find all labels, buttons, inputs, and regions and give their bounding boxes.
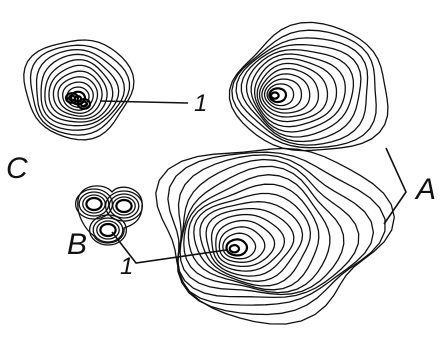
growth-ring <box>268 87 288 104</box>
growth-ring <box>228 21 389 152</box>
growth-ring <box>167 151 386 316</box>
section-a-upper-rings <box>228 21 389 152</box>
growth-ring <box>52 70 103 117</box>
lobe-ring <box>108 193 140 219</box>
growth-ring <box>177 158 360 299</box>
growth-ring <box>44 58 114 123</box>
lobe-ring <box>99 222 117 238</box>
section-b-three-lobed-section <box>74 185 144 246</box>
section-a-lower-rings <box>155 147 395 325</box>
lobe-ring <box>104 190 144 222</box>
lobe-ring <box>88 214 128 246</box>
core-ring <box>76 98 92 110</box>
growth-ring <box>179 165 345 296</box>
growth-ring <box>240 43 362 143</box>
lobe-ring <box>115 198 133 214</box>
section-c-concentric-rings <box>23 39 135 141</box>
growth-ring <box>199 201 304 282</box>
label-c: C <box>6 152 28 185</box>
growth-ring <box>218 226 266 263</box>
marker-1-bottom-leader-line <box>111 231 227 264</box>
growth-ring <box>222 232 257 260</box>
core-ring <box>67 94 77 102</box>
lobe-outline <box>77 185 143 244</box>
growth-ring <box>235 37 369 146</box>
growth-ring <box>231 29 377 149</box>
growth-ring <box>263 78 303 110</box>
growth-ring <box>256 62 329 123</box>
growth-ring <box>176 154 375 306</box>
lobe-ring <box>112 196 136 216</box>
growth-ring <box>266 83 295 107</box>
label-a: A <box>414 173 436 206</box>
growth-ring <box>29 44 131 136</box>
growth-ring <box>205 207 295 277</box>
growth-ring <box>187 183 320 291</box>
marker-1-top-label: 1 <box>194 90 207 117</box>
bracket-a-leader-lines <box>383 147 407 225</box>
growth-ring <box>193 192 312 287</box>
growth-ring <box>225 238 249 257</box>
lobe-ring <box>96 220 120 240</box>
growth-ring <box>40 53 120 127</box>
marker-1-bottom-label: 1 <box>120 253 133 280</box>
growth-ring <box>23 39 135 141</box>
growth-ring <box>261 73 311 114</box>
growth-ring <box>270 91 280 100</box>
growth-ring <box>215 219 276 268</box>
growth-ring <box>155 147 395 325</box>
lobe-ring <box>92 217 124 243</box>
label-b: B <box>67 228 87 261</box>
lobe-ring <box>85 196 103 212</box>
growth-ring <box>35 48 126 131</box>
growth-ring <box>48 64 108 120</box>
growth-ring <box>245 48 355 138</box>
growth-ring <box>57 76 99 114</box>
growth-ring <box>250 53 346 133</box>
core-ring <box>64 92 80 104</box>
marker-1-top-leader-line <box>99 100 189 104</box>
growth-ring <box>210 213 286 272</box>
growth-ring <box>228 243 241 254</box>
core-ring <box>79 100 89 108</box>
growth-ring <box>258 67 320 118</box>
growth-ring <box>253 57 338 128</box>
growth-ring <box>183 174 331 294</box>
